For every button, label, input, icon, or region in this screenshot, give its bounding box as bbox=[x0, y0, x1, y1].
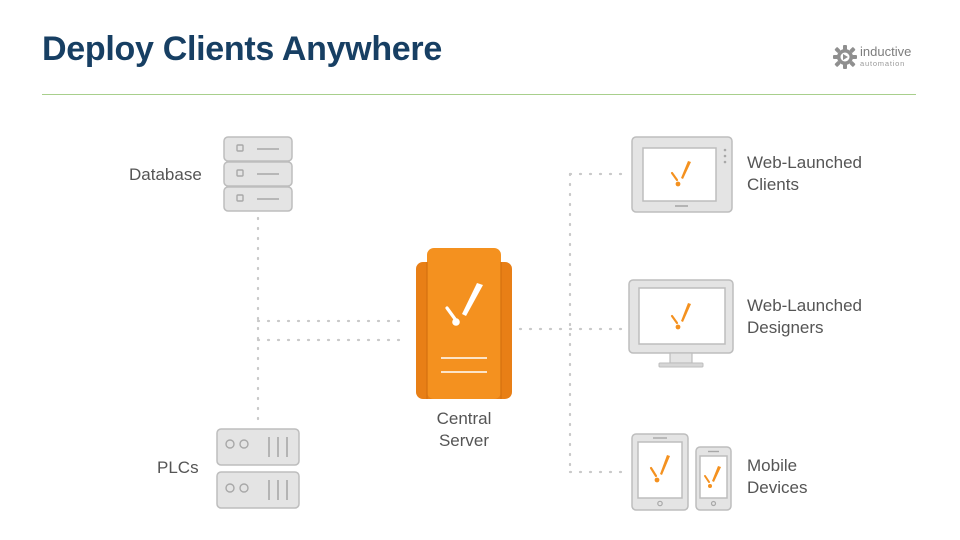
title-divider bbox=[42, 94, 916, 95]
tablet-phone-icon bbox=[631, 433, 732, 511]
web-clients-label-line1: Web-Launched bbox=[747, 153, 862, 172]
web-clients-label-line2: Clients bbox=[747, 175, 799, 194]
logo-wordmark: inductive bbox=[860, 44, 912, 59]
central-server-label: Central Server bbox=[414, 408, 514, 452]
plcs-label: PLCs bbox=[157, 458, 199, 477]
mobile-devices-label: Mobile Devices bbox=[747, 455, 807, 499]
mobile-devices-label-line2: Devices bbox=[747, 478, 808, 497]
central-server-label-line1: Central bbox=[436, 409, 492, 428]
web-clients-label: Web-Launched Clients bbox=[747, 152, 862, 196]
page-title: Deploy Clients Anywhere bbox=[42, 30, 442, 68]
connector-lines bbox=[256, 172, 626, 474]
web-designers-label-line1: Web-Launched bbox=[747, 296, 862, 315]
web-designers-label-line2: Designers bbox=[747, 318, 824, 337]
touch-panel-icon bbox=[631, 136, 733, 213]
logo-subtext: automation bbox=[860, 59, 906, 68]
company-logo: inductive automation bbox=[832, 44, 932, 72]
database-label: Database bbox=[129, 165, 202, 184]
database-server-icon bbox=[223, 136, 293, 212]
desktop-monitor-icon bbox=[628, 279, 734, 368]
plc-device-icon bbox=[216, 428, 300, 509]
mobile-devices-label-line1: Mobile bbox=[747, 456, 798, 475]
central-server-label-line2: Server bbox=[438, 431, 490, 450]
server-tower-icon bbox=[416, 248, 512, 399]
web-designers-label: Web-Launched Designers bbox=[747, 295, 862, 339]
gear-icon bbox=[833, 45, 857, 69]
